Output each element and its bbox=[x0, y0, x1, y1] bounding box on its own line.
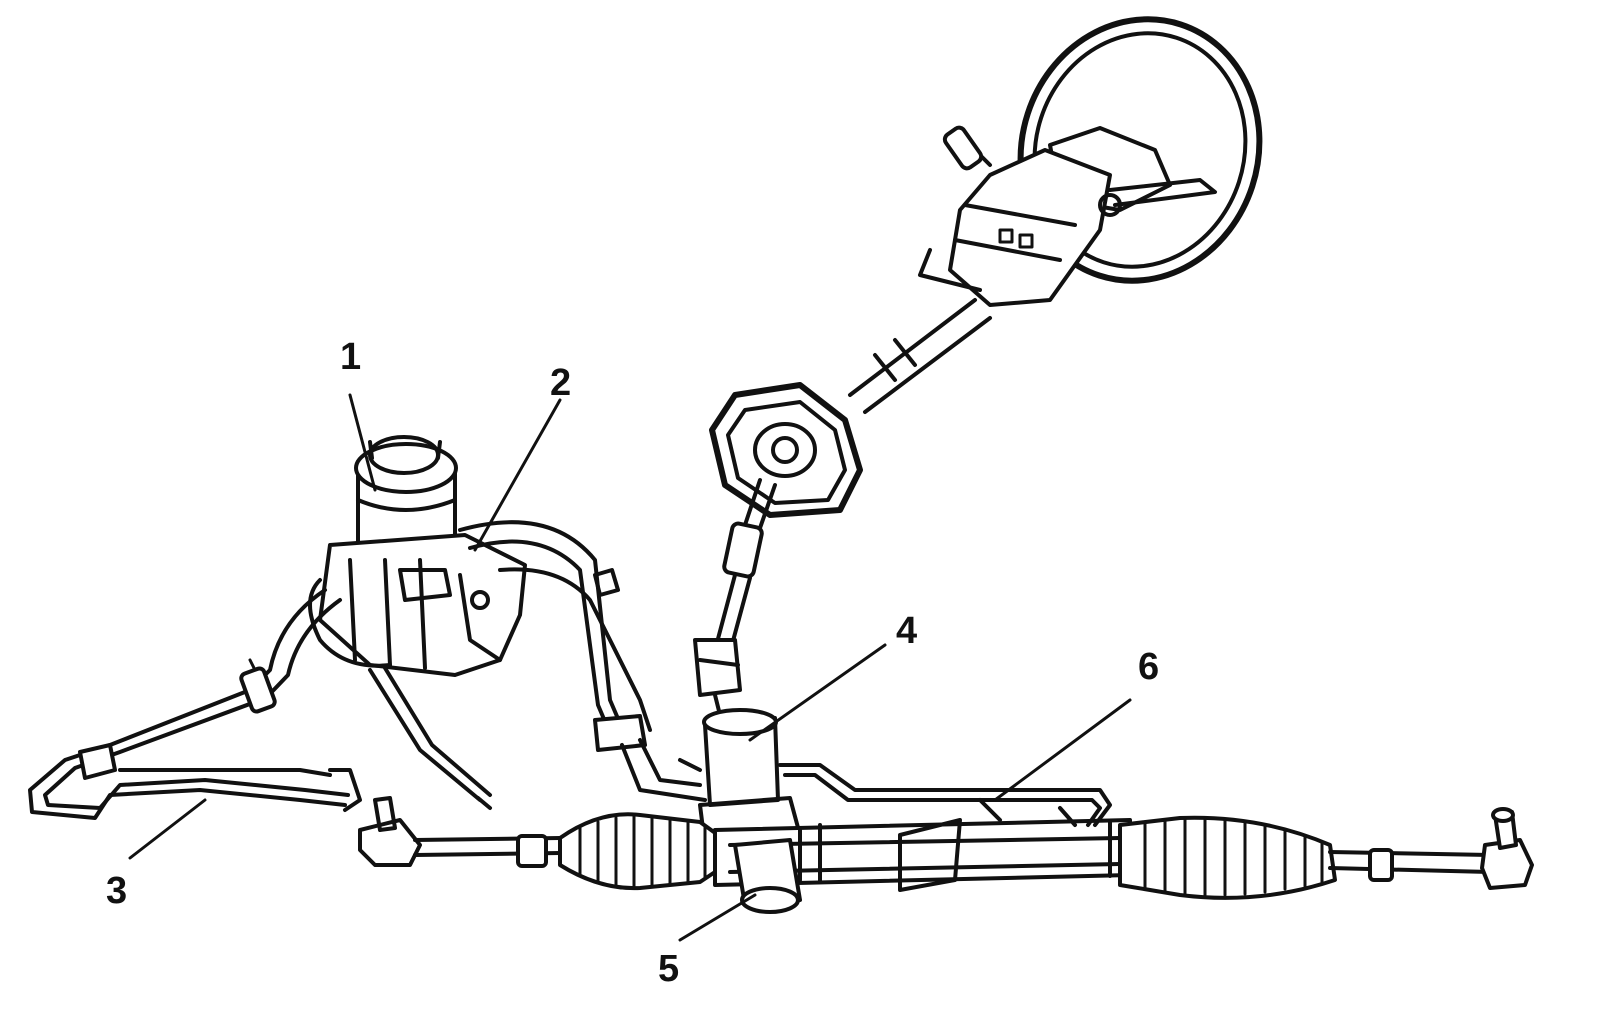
rack-housing bbox=[713, 818, 1132, 892]
callout-3: 3 bbox=[106, 870, 128, 912]
callout-6: 6 bbox=[1138, 646, 1160, 688]
steering-valve-housing bbox=[698, 708, 802, 847]
left-tie-rod-end bbox=[358, 796, 562, 868]
steering-column-housing bbox=[918, 125, 1217, 307]
return-lines bbox=[28, 588, 362, 820]
callout-1: 1 bbox=[340, 336, 362, 378]
power-steering-pump bbox=[308, 533, 527, 677]
pump-bracket bbox=[368, 666, 492, 810]
pump-hoses bbox=[458, 520, 707, 802]
right-tie-rod-end bbox=[1328, 807, 1534, 890]
callout-5: 5 bbox=[658, 948, 680, 990]
pinion-housing bbox=[733, 838, 802, 914]
steering-shaft bbox=[848, 298, 992, 414]
right-rack-boot bbox=[1118, 815, 1337, 900]
callout-2: 2 bbox=[550, 362, 572, 404]
firewall-flange bbox=[709, 382, 863, 518]
steering-wheel bbox=[1017, 16, 1263, 284]
cylinder-lines bbox=[778, 763, 1112, 827]
intermediate-shaft bbox=[693, 478, 777, 717]
left-rack-boot bbox=[558, 812, 720, 891]
fluid-reservoir bbox=[354, 435, 458, 557]
leader-lines bbox=[128, 393, 1132, 942]
callout-4: 4 bbox=[896, 610, 918, 652]
